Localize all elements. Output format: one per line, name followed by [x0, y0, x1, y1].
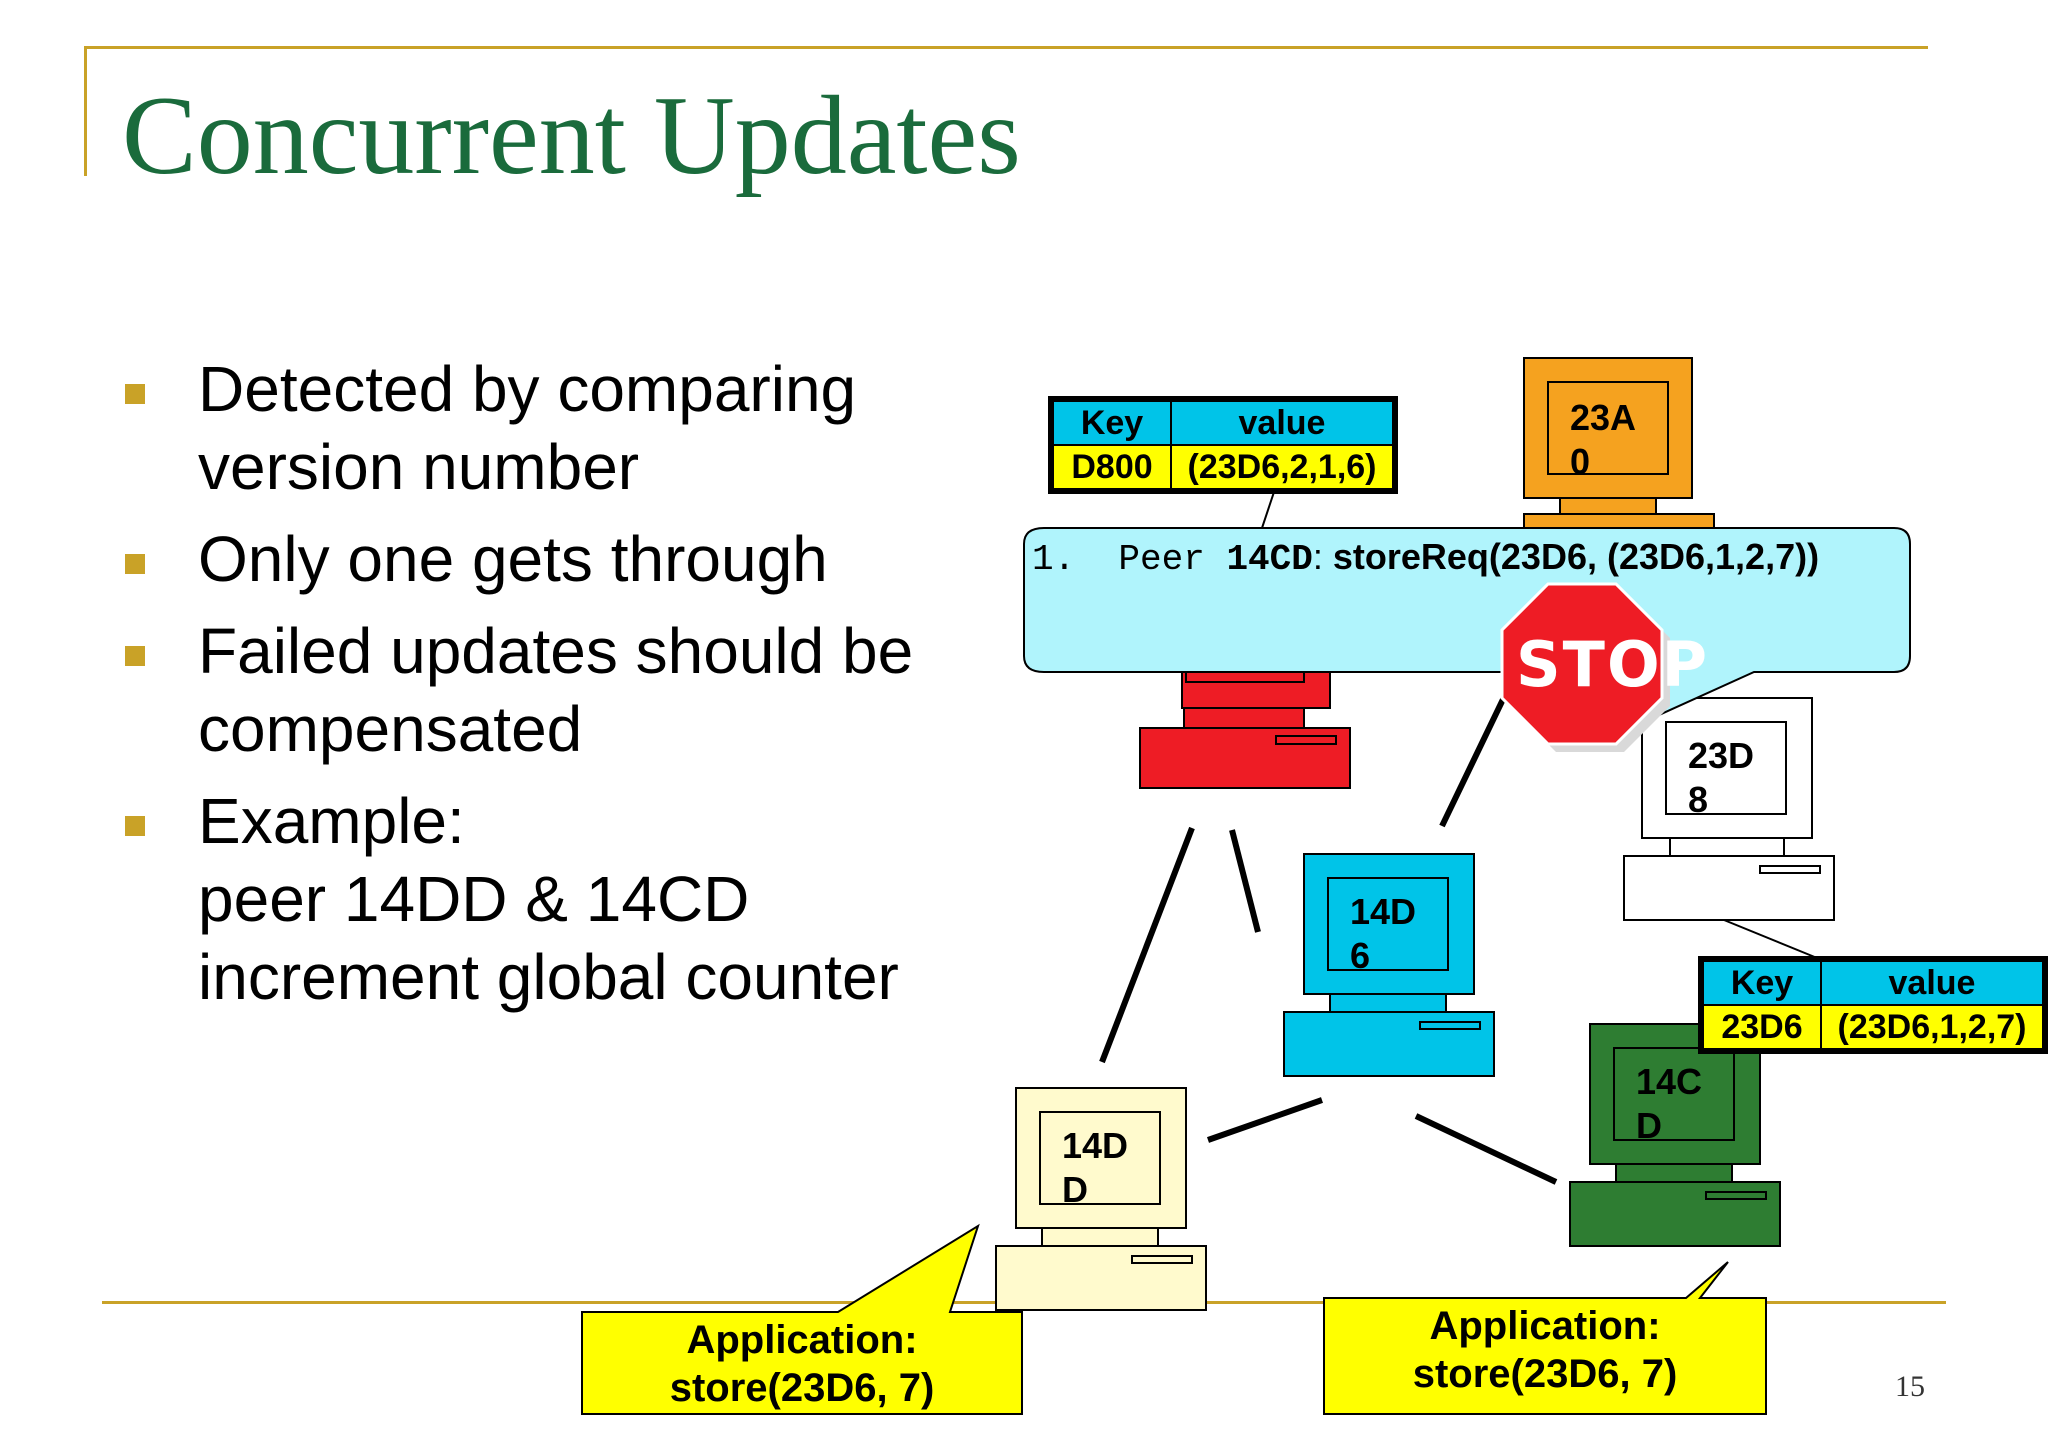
stop-sign-icon [1500, 582, 1670, 752]
node-label-line: D [1636, 1105, 1662, 1146]
computer-23a0 [1523, 357, 1715, 531]
callout-right-shape [1323, 1261, 1767, 1415]
callout-line: Application: [1429, 1304, 1661, 1348]
link-14d6-14cd [1414, 1113, 1558, 1185]
node-label-23a0: 23A 0 [1570, 396, 1636, 484]
node-label-line: 14C [1636, 1061, 1703, 1102]
bullet-list: Detected by comparing version number Onl… [120, 350, 980, 1030]
bullet-item: Detected by comparing version number [120, 350, 980, 506]
page-number: 15 [1895, 1370, 1925, 1403]
table-header-key: Key [1052, 400, 1172, 446]
computer-14dd [995, 1087, 1207, 1311]
table-23d6-leader [1723, 919, 1823, 961]
node-label-23d8: 23D 8 [1688, 734, 1754, 822]
computer-14d6 [1283, 853, 1495, 1077]
link-14dd-14d6 [1207, 1097, 1323, 1143]
table-header-value: value [1820, 960, 2044, 1006]
table-header-key: Key [1702, 960, 1822, 1006]
link-red-14d6 [1229, 829, 1261, 933]
bullet-text: Only one gets through [198, 523, 828, 595]
request-separator: : [1312, 536, 1333, 577]
computer-red [1139, 659, 1351, 789]
node-label-line: 14D [1062, 1125, 1129, 1166]
request-peer: 14CD [1226, 539, 1313, 580]
node-label-line: 14D [1350, 891, 1417, 932]
page-title: Concurrent Updates [122, 74, 1021, 198]
node-label-line: 8 [1688, 779, 1709, 820]
node-label-14d6: 14D 6 [1350, 890, 1416, 978]
computer-23d8 [1623, 697, 1835, 921]
callout-line: store(23D6, 7) [669, 1366, 935, 1410]
table-cell-value: (23D6,2,1,6) [1170, 444, 1394, 490]
node-label-line: 6 [1350, 935, 1371, 976]
callout-left-shape [581, 1223, 1023, 1415]
kv-table-23d6: Key value 23D6 (23D6,1,2,7) [1698, 956, 2048, 1054]
table-cell-key: D800 [1052, 444, 1172, 490]
bullet-text: Detected by comparing version number [198, 353, 857, 503]
node-label-14dd: 14D D [1062, 1124, 1128, 1212]
node-label-14cd: 14C D [1636, 1060, 1702, 1148]
callout-line: store(23D6, 7) [1412, 1352, 1678, 1396]
node-label-line: D [1062, 1169, 1088, 1210]
callout-line: Application: [686, 1318, 918, 1362]
bullet-square-icon [125, 646, 145, 666]
request-call: storeReq(23D6, (23D6,1,2,7)) [1332, 536, 1820, 577]
bullet-square-icon [125, 554, 145, 574]
kv-table-d800: Key value D800 (23D6,2,1,6) [1048, 396, 1398, 494]
link-red-14dd [1099, 826, 1195, 1064]
bullet-item: Only one gets through [120, 520, 980, 598]
table-header-value: value [1170, 400, 1394, 446]
table-cell-key: 23D6 [1702, 1004, 1822, 1050]
bullet-square-icon [125, 384, 145, 404]
request-text: 1. Peer 14CD: storeReq(23D6, (23D6,1,2,7… [1032, 536, 1819, 580]
node-label-line: 23D [1688, 735, 1755, 776]
request-prefix: 1. Peer [1032, 539, 1227, 580]
bullet-item: Failed updates should be compensated [120, 612, 980, 768]
stop-sign-label: STOP [1516, 628, 1710, 701]
request-callout-shape [1023, 527, 1911, 722]
callout-right-text: Application: store(23D6, 7) [1324, 1302, 1766, 1398]
node-label-line: 23A [1570, 397, 1637, 438]
bullet-square-icon [125, 816, 145, 836]
node-label-line: 0 [1570, 441, 1591, 482]
bullet-text: Example: peer 14DD & 14CD increment glob… [198, 785, 899, 1013]
table-cell-value: (23D6,1,2,7) [1820, 1004, 2044, 1050]
left-rule [84, 46, 87, 176]
callout-left-text: Application: store(23D6, 7) [582, 1316, 1022, 1412]
bullet-item: Example: peer 14DD & 14CD increment glob… [120, 782, 980, 1016]
top-rule [84, 46, 1928, 49]
bullet-text: Failed updates should be compensated [198, 615, 914, 765]
